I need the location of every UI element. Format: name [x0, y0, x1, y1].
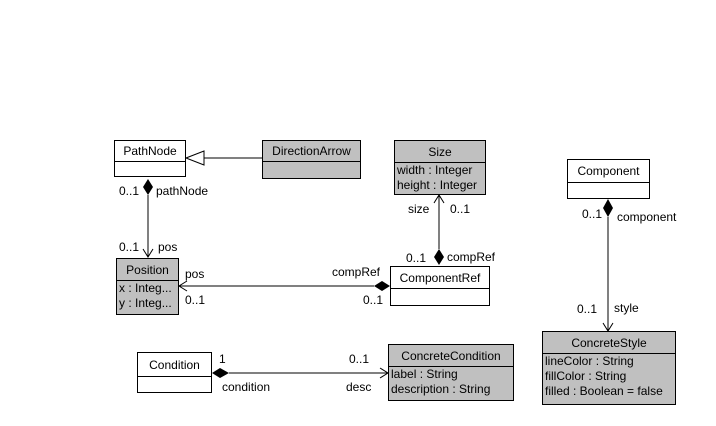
attribute: height : Integer: [397, 178, 478, 192]
generalization-directionarrow-pathnode: [184, 150, 262, 166]
composition-diamond-icon: [143, 179, 153, 195]
attribute: description : String: [391, 382, 491, 396]
attribute-list: width : Integer height : Integer: [395, 163, 485, 193]
association-componentref-position: [178, 280, 390, 292]
association-component-concretestyle: [602, 199, 614, 332]
attribute: width : Integer: [397, 163, 473, 177]
multiplicity-label: 0..1: [363, 293, 384, 307]
class-condition[interactable]: Condition: [137, 352, 212, 393]
navigation-arrow-icon: [178, 280, 188, 292]
multiplicity-label: 0..1: [406, 251, 427, 265]
class-position[interactable]: Position x : Integ... y : Integ...: [116, 258, 179, 315]
attribute: fillColor : String: [545, 369, 627, 383]
attribute-list: x : Integ... y : Integ...: [117, 281, 178, 311]
class-name: DirectionArrow: [263, 141, 360, 162]
role-label: pos: [185, 267, 205, 281]
navigation-arrow-icon: [433, 194, 445, 204]
navigation-arrow-icon: [142, 248, 154, 258]
composition-diamond-icon: [212, 368, 229, 378]
composition-diamond-icon: [434, 249, 444, 265]
role-label: size: [408, 202, 430, 216]
role-label: compRef: [332, 265, 381, 279]
multiplicity-label: 0..1: [119, 240, 140, 254]
composition-diamond-icon: [374, 281, 390, 291]
role-label: compRef: [447, 250, 496, 264]
role-label: pos: [158, 240, 178, 254]
attribute-list: lineColor : String fillColor : String fi…: [543, 354, 675, 399]
association-pathnode-position: [142, 179, 154, 258]
class-name: PathNode: [115, 141, 185, 162]
class-name: Size: [395, 141, 485, 163]
class-size[interactable]: Size width : Integer height : Integer: [394, 140, 486, 195]
role-label: condition: [222, 380, 271, 394]
attribute: lineColor : String: [545, 354, 634, 368]
class-name: Position: [117, 259, 178, 281]
association-condition-concretecondition: [212, 367, 389, 379]
multiplicity-label: 0..1: [582, 207, 603, 221]
class-component[interactable]: Component: [567, 159, 650, 199]
class-directionarrow[interactable]: DirectionArrow: [262, 140, 361, 179]
class-concretecondition[interactable]: ConcreteCondition label : String descrip…: [388, 344, 514, 401]
class-name: ConcreteCondition: [389, 345, 513, 367]
class-name: Component: [568, 160, 649, 183]
generalization-triangle-icon: [184, 150, 205, 166]
role-label: component: [617, 210, 677, 224]
role-label: style: [614, 301, 639, 315]
role-label: pathNode: [156, 184, 209, 198]
multiplicity-label: 0..1: [119, 184, 140, 198]
multiplicity-label: 1: [219, 352, 226, 366]
attribute: y : Integ...: [119, 296, 172, 310]
role-label: desc: [346, 380, 372, 394]
class-name: Condition: [138, 353, 211, 377]
class-pathnode[interactable]: PathNode: [114, 140, 186, 177]
multiplicity-label: 0..1: [577, 302, 598, 316]
class-componentref[interactable]: ComponentRef: [390, 266, 490, 306]
multiplicity-label: 0..1: [349, 352, 370, 366]
attribute-list: label : String description : String: [389, 367, 513, 397]
association-componentref-size: [433, 194, 445, 265]
multiplicity-label: 0..1: [185, 293, 206, 307]
attribute: x : Integ...: [119, 281, 172, 295]
attribute: filled : Boolean = false: [545, 384, 663, 398]
class-name: ComponentRef: [391, 267, 489, 289]
class-concretestyle[interactable]: ConcreteStyle lineColor : String fillCol…: [542, 331, 676, 405]
class-name: ConcreteStyle: [543, 332, 675, 354]
multiplicity-label: 0..1: [450, 202, 471, 216]
attribute: label : String: [391, 367, 458, 381]
composition-diamond-icon: [603, 199, 613, 217]
